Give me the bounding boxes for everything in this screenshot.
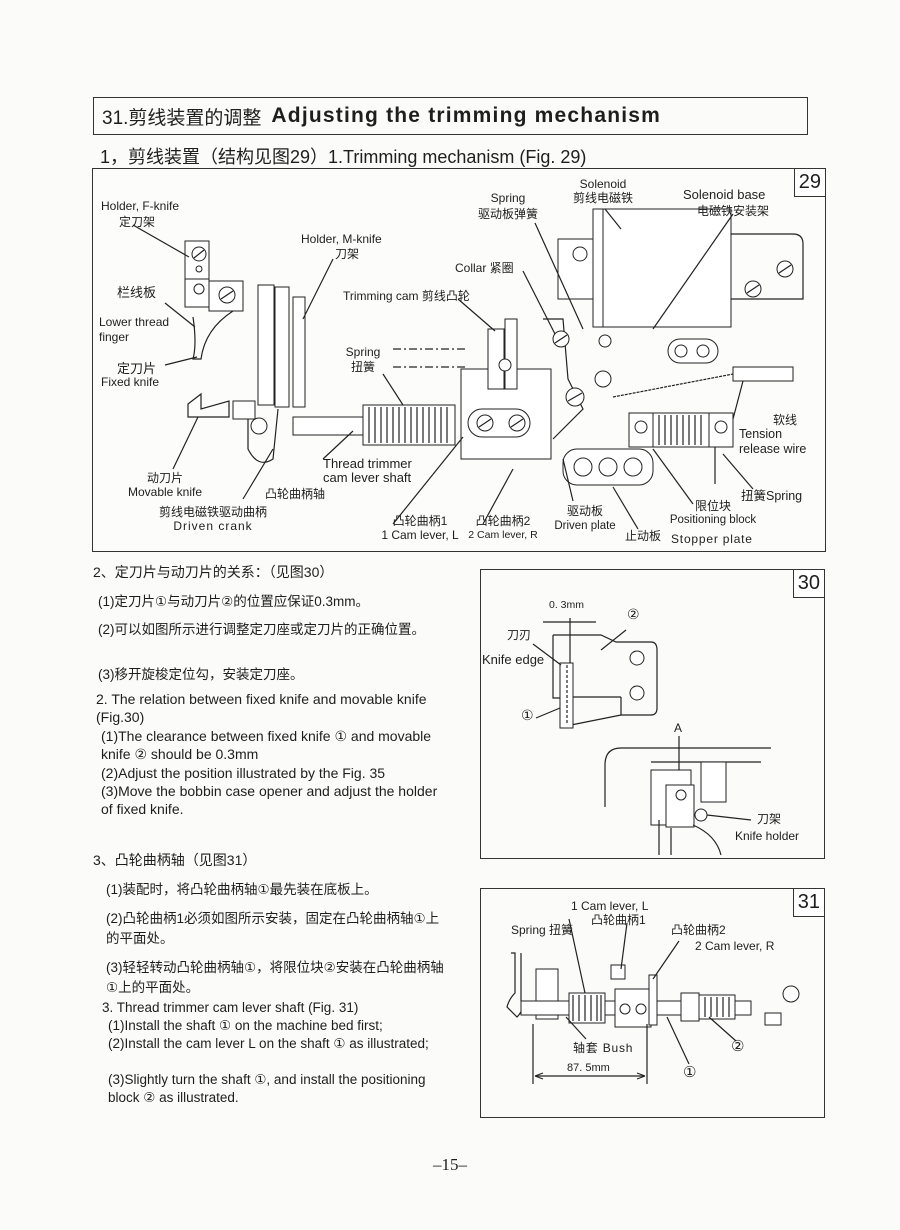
figure-30-drawing (532, 618, 771, 856)
label-movable-knife-en: Movable knife (127, 485, 203, 499)
label-holder-f-knife-en: Holder, F-knife (101, 199, 180, 213)
subsection-2-item-cn-3: (3)移开旋梭定位勾，安装定刀座。 (98, 667, 304, 682)
knife-edge-en: Knife edge (482, 652, 545, 667)
label-positioning-en: Positioning block (669, 514, 757, 526)
label-cam-lever-r-cn: 凸轮曲柄2 (475, 514, 531, 528)
label-cam-lever-r-en: 2 Cam lever, R (468, 529, 538, 541)
figure-31-number: 31 (792, 889, 824, 917)
marker-movable-knife: ② (627, 606, 640, 622)
marker-fixed-knife: ① (521, 707, 534, 723)
label-tension-release-en: Tension release wire (739, 427, 807, 456)
subsection-3-item-cn-1: (1)装配时，将凸轮曲柄轴①最先装在底板上。 (106, 882, 378, 897)
label-positioning-cn: 限位块 (694, 499, 731, 513)
point-a-label: A (674, 721, 683, 735)
figure-30: 30 0. 3mm 刀刃 Knife edge ① ② A 刀架 Knife h… (480, 569, 825, 859)
subsection-3-item-en-1: (1)Install the shaft ① on the machine be… (108, 1018, 383, 1033)
figure-29-drawing (132, 208, 804, 530)
label-solenoid-en: Solenoid (579, 177, 627, 191)
section-number-cn: 31.剪线装置的调整 (102, 107, 262, 129)
label-soft-wire-cn: 软线 (773, 413, 798, 427)
label-driven-crank-en: Driven crank (173, 519, 253, 533)
subsection-2-item-en-2: (2)Adjust the position illustrated by th… (101, 765, 386, 781)
section-title-en: Adjusting the trimming mechanism (271, 104, 662, 127)
subsection-2-heading-en: 2. The relation between fixed knife and … (96, 691, 427, 726)
subsection-2-item-en-3: (3)Move the bobbin case opener and adjus… (101, 783, 438, 818)
subsection-3-item-en-3: (3)Slightly turn the shaft ①, and instal… (108, 1072, 426, 1106)
label-solenoid-cn: 剪线电磁铁 (572, 191, 633, 205)
label-holder-f-knife-cn: 定刀架 (119, 215, 156, 229)
label-drive-spring-cn: 驱动板弹簧 (477, 207, 538, 221)
clearance-label: 0. 3mm (549, 599, 585, 611)
fig31-spring: Spring 扭簧 (511, 923, 574, 937)
fig31-cam-lever-r-en: 2 Cam lever, R (695, 939, 775, 953)
label-driven-plate-en: Driven plate (554, 520, 616, 532)
label-spring-cn: 扭簧 (350, 360, 375, 374)
spring-coils (368, 407, 448, 443)
label-shaft-cn: 凸轮曲柄轴 (265, 487, 326, 501)
label-shaft-en: Thread trimmer cam lever shaft (323, 456, 412, 485)
figure-31: 31 1 Cam lever, L 凸轮曲柄1 Spring 扭簧 凸轮曲柄2 … (480, 888, 825, 1118)
figure-30-number: 30 (792, 570, 824, 598)
figure-29: 29 Holder, F-knife 定刀架 Holder, M-knife 刀… (92, 168, 826, 552)
label-spring-en: Spring (345, 345, 381, 359)
label-holder-m-knife-en: Holder, M-knife (301, 232, 382, 246)
knife-holder-en: Knife holder (735, 829, 800, 843)
label-cam-lever-l-en: 1 Cam lever, L (381, 528, 459, 542)
label-torsion-spring: 扭簧Spring (741, 489, 803, 503)
label-holder-m-knife-cn: 刀架 (335, 247, 360, 261)
subsection-3-heading-en: 3. Thread trimmer cam lever shaft (Fig. … (102, 1000, 359, 1015)
label-solenoid-base-en: Solenoid base (683, 187, 766, 202)
label-driven-plate-cn: 驱动板 (566, 504, 603, 518)
fig31-marker-2: ② (731, 1038, 745, 1055)
label-stopper-cn: 止动板 (625, 529, 662, 543)
label-fixed-knife-en: Fixed knife (101, 375, 160, 389)
figure-29-number: 29 (793, 169, 825, 197)
fig31-marker-1: ① (683, 1064, 697, 1081)
knife-holder-cn: 刀架 (757, 812, 782, 826)
label-fixed-knife-cn: 定刀片 (117, 361, 157, 376)
knife-edge-cn: 刀刃 (507, 628, 532, 642)
subsection-2-item-en-1: (1)The clearance between fixed knife ① a… (101, 728, 432, 763)
label-movable-knife-cn: 动刀片 (146, 471, 183, 485)
subsection-1-heading: 1，剪线装置（结构见图29）1.Trimming mechanism (Fig.… (100, 147, 587, 167)
label-solenoid-base-cn: 电磁铁安装架 (697, 204, 770, 218)
label-stopper-en: Stopper plate (671, 532, 753, 546)
subsection-3-item-cn-3: (3)轻轻转动凸轮曲柄轴①，将限位块②安装在凸轮曲柄轴①上的平面处。 (106, 960, 444, 995)
label-cam-lever-l-cn: 凸轮曲柄1 (392, 514, 448, 528)
fig31-cam-lever-l-cn: 凸轮曲柄1 (591, 913, 646, 927)
subsection-3-item-cn-2: (2)凸轮曲柄1必须如图所示安装，固定在凸轮曲柄轴①上的平面处。 (106, 911, 440, 946)
label-trimming-cam: Trimming cam 剪线凸轮 (343, 289, 470, 303)
page-number: –15– (433, 1155, 467, 1174)
label-drive-spring-en: Spring (490, 191, 526, 205)
subsection-2-heading-cn: 2、定刀片与动刀片的关系：（见图30） (93, 564, 334, 580)
fig31-cam-lever-r-cn: 凸轮曲柄2 (671, 923, 726, 937)
label-driven-crank-cn: 剪线电磁铁驱动曲柄 (158, 505, 267, 519)
label-lower-thread-cn: 栏线板 (117, 285, 157, 300)
label-lower-thread-en: Lower thread finger (99, 315, 170, 344)
subsection-3-item-en-2: (2)Install the cam lever L on the shaft … (108, 1036, 429, 1051)
fig31-bush: 轴套 Bush (573, 1041, 634, 1055)
fig31-cam-lever-l-en: 1 Cam lever, L (571, 899, 649, 913)
subsection-3-heading-cn: 3、凸轮曲柄轴（见图31） (93, 852, 257, 868)
fig31-dimension: 87. 5mm (567, 1062, 610, 1074)
section-title: 31.剪线装置的调整 Adjusting the trimming mechan… (93, 97, 808, 135)
subsection-2-item-cn-1: (1)定刀片①与动刀片②的位置应保证0.3mm。 (98, 594, 369, 609)
figure-31-drawing (506, 918, 800, 1084)
subsection-2-item-cn-2: (2)可以如图所示进行调整定刀座或定刀片的正确位置。 (98, 622, 425, 637)
label-collar: Collar 紧圈 (455, 261, 514, 275)
